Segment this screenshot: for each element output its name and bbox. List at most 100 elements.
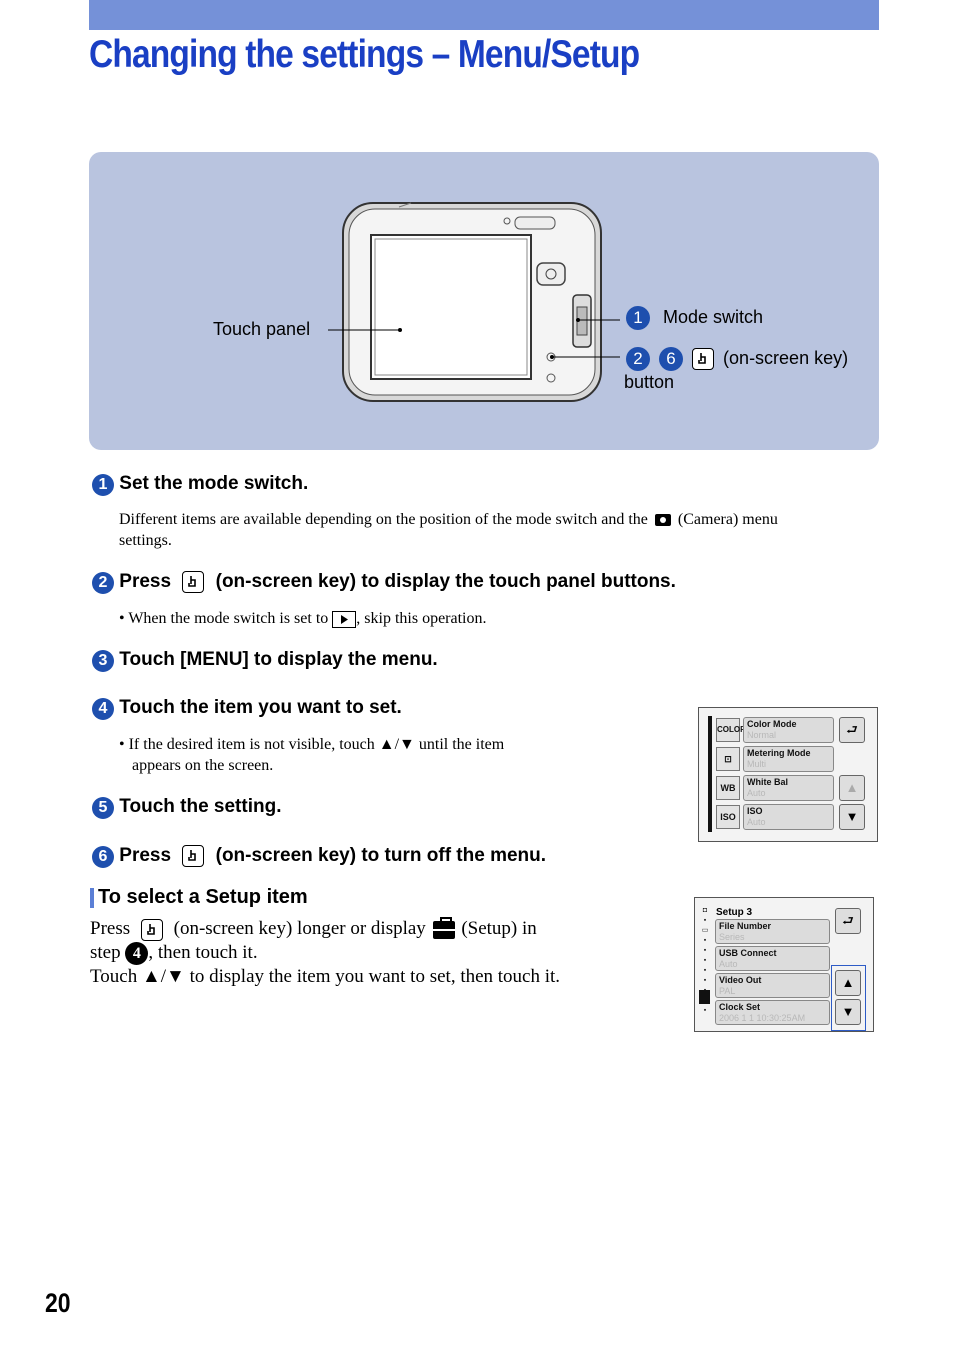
scroll-down-button[interactable]: ▼ bbox=[835, 999, 861, 1025]
page-title: Changing the settings – Menu/Setup bbox=[89, 33, 640, 76]
step-number: 2 bbox=[92, 572, 114, 595]
metering-mode-icon: ⊡ bbox=[716, 747, 740, 771]
section-marker bbox=[90, 887, 94, 908]
menu-item-name: Color Mode bbox=[747, 719, 797, 729]
text: Press bbox=[90, 918, 131, 939]
text: (Setup) in bbox=[461, 918, 537, 939]
menu-screen: COLOR Color Mode Normal ⊡ Metering Mode … bbox=[698, 707, 878, 842]
step-5-heading: 5 Touch the setting. bbox=[92, 796, 281, 819]
setup-heading: To select a Setup item bbox=[90, 886, 308, 909]
text: , then touch it. bbox=[148, 942, 258, 963]
step-title: Press bbox=[119, 571, 172, 593]
menu-item-value: PAL bbox=[719, 986, 736, 996]
setup-line-2: step 4, then touch it. bbox=[90, 941, 630, 966]
setup-line-3: Touch ▲/▼ to display the item you want t… bbox=[90, 966, 561, 988]
setup-body: Press (on-screen key) longer or display … bbox=[90, 916, 630, 989]
body-text: Different items are available depending … bbox=[119, 511, 648, 528]
setup-item-clock-set[interactable]: Clock Set 2006 1 1 10:30:25AM bbox=[715, 1000, 830, 1025]
step-number: 6 bbox=[92, 846, 114, 869]
menu-item-color-mode[interactable]: Color Mode Normal bbox=[743, 717, 834, 743]
setup-tab-icons: ◘▪▭▪▪▪▪▪▪▪▪ bbox=[701, 907, 709, 1014]
step-4-bullet: • If the desired item is not visible, to… bbox=[119, 734, 504, 776]
back-button[interactable]: ⮐ bbox=[839, 717, 865, 743]
on-screen-key-icon bbox=[140, 918, 163, 941]
step-2-bullet: • When the mode switch is set to , skip … bbox=[119, 608, 487, 629]
callout-number: 2 bbox=[626, 347, 650, 371]
bullet-text: • If the desired item is not visible, to… bbox=[119, 736, 505, 753]
header-bar bbox=[89, 0, 879, 30]
play-icon bbox=[332, 610, 357, 628]
setup-screen: ◘▪▭▪▪▪▪▪▪▪▪ Setup 3 File Number Series U… bbox=[694, 897, 874, 1032]
menu-item-value: Auto bbox=[747, 817, 766, 827]
callout-number: 1 bbox=[626, 306, 650, 330]
setup-tab-selected bbox=[699, 990, 710, 1004]
mode-switch-label: Mode switch bbox=[663, 307, 764, 327]
menu-item-value: Series bbox=[719, 932, 745, 942]
on-screen-key-icon bbox=[692, 348, 715, 371]
on-screen-key-icon bbox=[182, 571, 205, 593]
on-screen-key-label: (on-screen key) bbox=[723, 348, 849, 368]
white-balance-icon: WB bbox=[716, 776, 740, 800]
step-title: Touch the item you want to set. bbox=[119, 697, 402, 718]
scroll-up-button[interactable]: ▲ bbox=[835, 970, 861, 996]
iso-icon: ISO bbox=[716, 805, 740, 829]
menu-item-name: ISO bbox=[747, 806, 763, 816]
on-screen-key-callout: 2 6 (on-screen key) bbox=[626, 347, 848, 371]
menu-item-value: 2006 1 1 10:30:25AM bbox=[719, 1013, 806, 1023]
page-number: 20 bbox=[45, 1288, 71, 1318]
setup-line-1: Press (on-screen key) longer or display … bbox=[90, 916, 630, 941]
menu-item-name: USB Connect bbox=[719, 948, 777, 958]
bullet-text: • When the mode switch is set to bbox=[119, 610, 329, 627]
menu-item-value: Auto bbox=[747, 788, 766, 798]
setup-icon bbox=[432, 916, 455, 939]
setup-item-usb-connect[interactable]: USB Connect Auto bbox=[715, 946, 830, 971]
menu-item-name: Clock Set bbox=[719, 1002, 761, 1012]
step-ref-number: 4 bbox=[125, 942, 149, 966]
mode-switch-callout: 1 Mode switch bbox=[626, 306, 763, 330]
setup-item-video-out[interactable]: Video Out PAL bbox=[715, 973, 830, 998]
step-1-heading: 1 Set the mode switch. bbox=[92, 473, 308, 496]
step-4-heading: 4 Touch the item you want to set. bbox=[92, 697, 402, 720]
step-number: 1 bbox=[92, 474, 114, 496]
camera-illustration bbox=[342, 202, 602, 402]
menu-item-iso[interactable]: ISO Auto bbox=[743, 804, 834, 830]
step-title: (on-screen key) to display the touch pan… bbox=[215, 571, 676, 593]
menu-item-metering-mode[interactable]: Metering Mode Multi bbox=[743, 746, 834, 772]
menu-item-name: Metering Mode bbox=[747, 748, 811, 758]
callout-number: 6 bbox=[659, 347, 684, 371]
step-number: 3 bbox=[92, 650, 114, 672]
menu-item-value: Multi bbox=[747, 759, 767, 769]
step-title: Touch [MENU] to display the menu. bbox=[119, 649, 438, 670]
menu-scroll-indicator bbox=[708, 716, 712, 832]
step-1-body: Different items are available depending … bbox=[119, 509, 879, 551]
menu-item-white-bal[interactable]: White Bal Auto bbox=[743, 775, 834, 801]
button-label: button bbox=[624, 372, 675, 392]
step-title: Press bbox=[119, 845, 172, 867]
scroll-focus-frame bbox=[831, 965, 866, 1031]
figure-leader-lines bbox=[328, 318, 620, 359]
step-title: Touch the setting. bbox=[119, 796, 282, 817]
menu-item-name: File Number bbox=[719, 921, 772, 931]
menu-item-name: Video Out bbox=[719, 975, 762, 985]
camera-icon bbox=[654, 514, 671, 527]
setup-heading-text: To select a Setup item bbox=[98, 886, 308, 908]
setup-item-file-number[interactable]: File Number Series bbox=[715, 919, 830, 944]
scroll-down-button[interactable]: ▼ bbox=[839, 804, 865, 830]
step-title: (on-screen key) to turn off the menu. bbox=[215, 845, 547, 867]
step-2-heading: 2 Press (on-screen key) to display the t… bbox=[92, 571, 676, 595]
bullet-text: appears on the screen. bbox=[132, 757, 274, 774]
touch-panel-label: Touch panel bbox=[213, 319, 311, 339]
bullet-text: , skip this operation. bbox=[356, 610, 487, 627]
text: (on-screen key) longer or display bbox=[173, 918, 426, 939]
step-number: 4 bbox=[92, 698, 114, 720]
scroll-up-button[interactable]: ▲ bbox=[839, 775, 865, 801]
body-text: settings. bbox=[119, 532, 172, 549]
text: step bbox=[90, 942, 121, 963]
step-3-heading: 3 Touch [MENU] to display the menu. bbox=[92, 649, 438, 672]
menu-item-value: Normal bbox=[747, 730, 777, 740]
menu-item-name: White Bal bbox=[747, 777, 789, 787]
step-number: 5 bbox=[92, 797, 114, 819]
back-button[interactable]: ⮐ bbox=[835, 908, 861, 934]
body-text: (Camera) menu bbox=[677, 511, 778, 528]
step-title: Set the mode switch. bbox=[119, 473, 309, 494]
